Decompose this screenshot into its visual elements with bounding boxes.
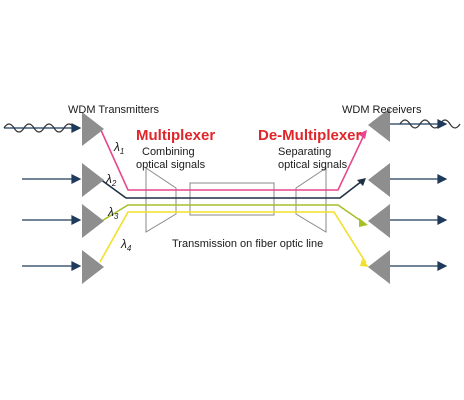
separating-label-2: optical signals <box>278 159 348 171</box>
separating-label-1: Separating <box>278 146 331 158</box>
transmitter-3 <box>82 204 104 238</box>
signal-line-4 <box>99 211 367 264</box>
transmitters-label: WDM Transmitters <box>68 104 160 116</box>
signal-line-2 <box>99 178 363 199</box>
signal-arrowhead-4 <box>360 259 369 267</box>
transmission-label: Transmission on fiber optic line <box>172 238 323 250</box>
combining-label-1: Combining <box>142 146 195 158</box>
signal-arrowhead-2 <box>357 178 366 186</box>
signal-arrowhead-3 <box>359 218 368 227</box>
lambda-4-label: λ4 <box>120 237 132 253</box>
receiver-3 <box>368 204 390 238</box>
transmitter-1 <box>82 112 104 146</box>
transmitter-2 <box>82 163 104 197</box>
input-arrows <box>4 123 82 271</box>
fiber-optic-line-box <box>189 182 275 216</box>
signal-line-3 <box>99 204 365 224</box>
signal-line-1 <box>99 127 365 191</box>
output-arrows <box>388 119 448 271</box>
receiver-triangles <box>368 108 390 284</box>
receiver-2 <box>368 163 390 197</box>
lambda-3-label: λ3 <box>107 205 119 221</box>
multiplexer-heading: Multiplexer <box>136 127 215 144</box>
receivers-label: WDM Receivers <box>342 104 422 116</box>
transmitter-triangles <box>82 112 104 284</box>
receiver-1 <box>368 108 390 142</box>
lambda-1-label: λ1 <box>113 140 124 156</box>
input-sine-wave <box>3 123 75 133</box>
lambda-2-label: λ2 <box>105 172 117 188</box>
receiver-4 <box>368 250 390 284</box>
signal-arrowhead-1 <box>358 130 367 139</box>
demultiplexer-heading: De-Multiplexer <box>258 127 362 144</box>
demultiplexer-shape <box>295 167 327 233</box>
transmitter-4 <box>82 250 104 284</box>
combining-label-2: optical signals <box>136 159 206 171</box>
multiplexer-shape <box>145 167 177 233</box>
